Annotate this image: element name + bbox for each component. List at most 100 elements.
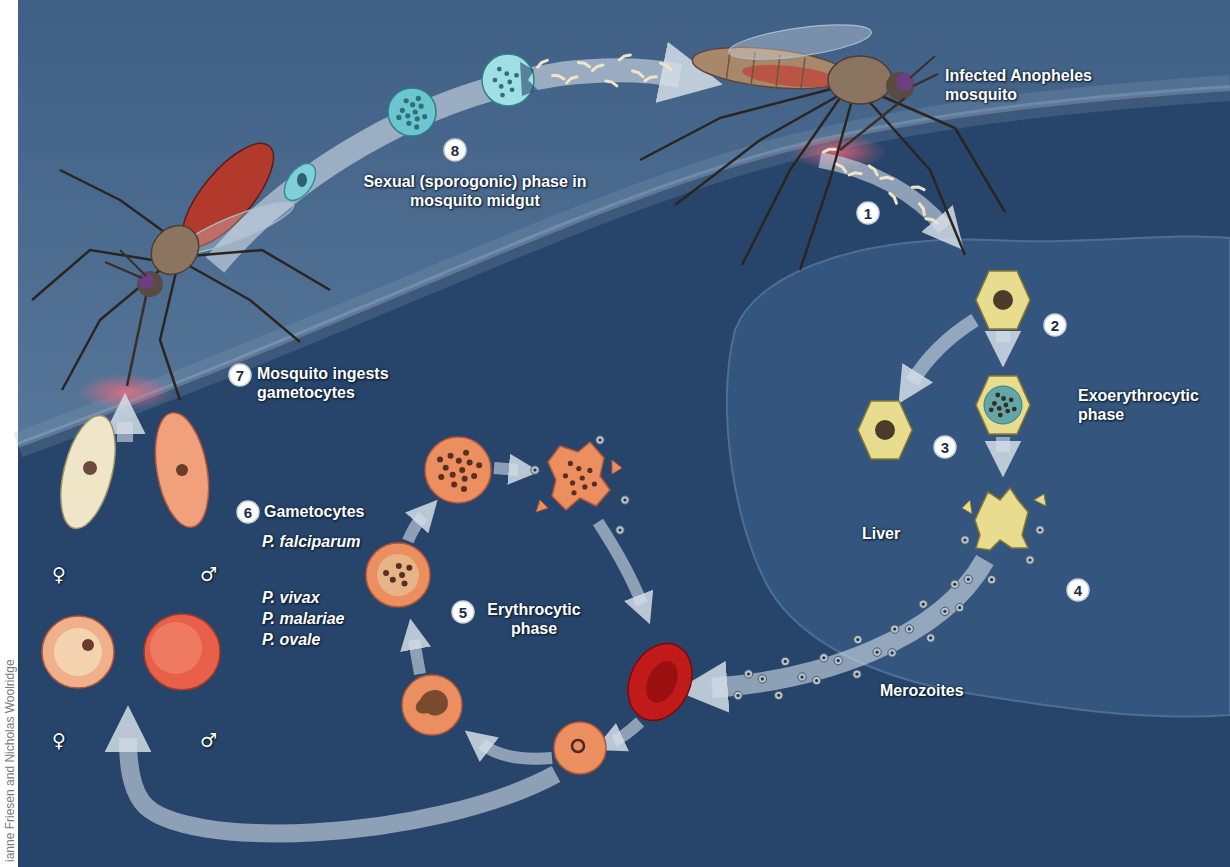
cycle-arrow	[614, 722, 640, 741]
sporozoite-group	[660, 62, 671, 70]
merozoite-group	[855, 673, 858, 676]
callout-outline	[452, 601, 474, 623]
merozoite-group	[951, 580, 959, 588]
merozoite-group	[943, 610, 946, 613]
ruptured-liver-cell	[962, 488, 1046, 550]
merozoite-group	[820, 654, 828, 662]
ruptured-oocyst	[497, 67, 502, 72]
ring-stage-cell	[554, 722, 606, 774]
mosquito-head	[137, 271, 163, 297]
merozoite-group	[747, 672, 750, 675]
mosquito-proboscis	[127, 296, 146, 386]
merozoite-group	[784, 660, 787, 663]
merozoite-group	[856, 638, 859, 641]
mosquito-leg	[62, 270, 160, 390]
trophozoite-cell	[402, 675, 462, 735]
liver-schizont	[1009, 397, 1014, 402]
callout-number: 7	[236, 367, 244, 384]
callout-circle: 7	[228, 363, 252, 387]
callout-number: 3	[941, 439, 949, 456]
cycle-arrow	[128, 738, 556, 833]
liver-schizont	[984, 386, 1022, 424]
sporozoite-group	[537, 54, 938, 223]
liver-cell	[875, 420, 895, 440]
red-blood-cell	[616, 633, 704, 731]
cycle-arrow	[117, 422, 133, 442]
merozoite-group	[919, 600, 927, 608]
cycle-arrow	[494, 468, 518, 470]
schizont-cell	[366, 543, 430, 607]
ruptured-oocyst	[520, 62, 538, 96]
callout-circle: 4	[1066, 578, 1090, 602]
callout-number: 5	[459, 604, 467, 621]
sporozoite-group	[553, 74, 565, 79]
schizont-cell	[383, 570, 389, 576]
schizont-cell	[377, 554, 419, 596]
merozoite-group	[929, 636, 932, 639]
mosquito-leg	[675, 92, 845, 205]
callout-outline	[934, 436, 956, 458]
ruptured-red-cell	[587, 468, 592, 473]
schizont-cell	[467, 460, 473, 466]
phase-label: Erythrocytic phase	[478, 600, 590, 638]
merozoite-group	[734, 691, 742, 699]
callout-outline	[1044, 314, 1066, 336]
mosquito-abdomen	[801, 58, 805, 88]
ruptured-liver-cell	[975, 488, 1028, 550]
mosquito-leg	[32, 250, 165, 300]
merozoite-group	[736, 694, 739, 697]
merozoite-group	[815, 679, 818, 682]
cycle-arrow	[996, 331, 1010, 342]
oocyst-cell	[406, 121, 411, 126]
merozoite-group	[1028, 558, 1031, 561]
ruptured-oocyst	[499, 84, 504, 89]
merozoite-group	[1026, 556, 1034, 564]
ruptured-red-cell	[570, 480, 575, 485]
ruptured-oocyst	[510, 87, 515, 92]
cycle-arrow	[482, 744, 552, 759]
sporozoite-group	[912, 186, 924, 190]
oocyst-cell	[419, 104, 424, 109]
merozoite-group	[890, 651, 893, 654]
callout-circle: 2	[1043, 313, 1067, 337]
schizont-cell	[406, 565, 412, 571]
merozoite-group	[964, 575, 972, 583]
merozoite-group	[1038, 528, 1041, 531]
schizont-cell	[450, 472, 456, 478]
ruptured-red-cell	[536, 442, 622, 512]
cycle-arrow	[414, 640, 420, 674]
mosquito-thorax	[828, 56, 892, 104]
ruptured-red-cell	[548, 442, 610, 510]
stage-label: Merozoites	[880, 681, 964, 700]
merozoite-group	[908, 627, 911, 630]
mosquito-leg	[800, 100, 852, 270]
mosquito-abdomen	[741, 61, 839, 91]
mosquito-label: Infected Anopheles mosquito	[945, 66, 1105, 104]
schizont-cell	[448, 453, 454, 459]
ookinete-cell	[297, 173, 307, 187]
merozoite-group	[963, 538, 966, 541]
merozoite-group	[854, 635, 862, 643]
merozoite-group	[812, 676, 820, 684]
gametocyte-cell	[147, 409, 216, 532]
gametocyte-cell	[150, 622, 202, 674]
sporozoite-group	[566, 75, 577, 82]
merozoite-group	[958, 606, 961, 609]
sporozoite-group	[837, 163, 847, 172]
gametocyte-cell	[144, 614, 220, 690]
schizont-cell	[366, 543, 430, 607]
merozoite-group	[891, 625, 899, 633]
merozoite-group	[758, 675, 766, 683]
sex-symbol: ♂	[200, 729, 217, 751]
mosquito-proboscis	[840, 98, 905, 150]
merozoite-group	[621, 496, 629, 504]
merozoite-group	[596, 436, 604, 444]
schizont-cell	[456, 458, 462, 464]
ruptured-red-cell	[563, 473, 568, 478]
sporozoite-group	[849, 172, 861, 175]
callout-circle: 3	[933, 435, 957, 459]
merozoite-group	[531, 436, 1044, 700]
cycle-arrow	[125, 70, 1003, 833]
merozoite-group	[1026, 556, 1034, 564]
